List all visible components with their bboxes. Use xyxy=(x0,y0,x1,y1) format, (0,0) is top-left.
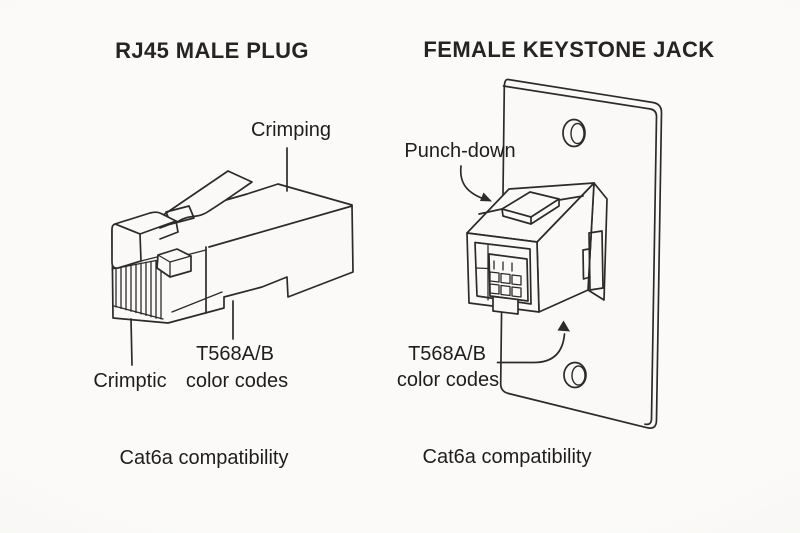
jack-socket-wall-lines xyxy=(475,244,489,301)
jack-top-wedge-thickness xyxy=(501,198,560,225)
plug-top-front-edge xyxy=(208,205,353,248)
plug-latch-head-top xyxy=(114,211,177,235)
jack-pin-carrier xyxy=(488,253,529,302)
leader-line-crimptic xyxy=(130,318,133,366)
label-t568ab-right: T568A/B xyxy=(408,343,486,365)
rj45-plug xyxy=(111,170,354,324)
jack-pin-slots xyxy=(489,260,522,298)
title-female-keystone-jack: FEMALE KEYSTONE JACK xyxy=(423,37,715,62)
caption-cat6a-left: Cat6a compatibility xyxy=(119,447,289,469)
plug-latch-head-front xyxy=(111,223,142,269)
arrow-punch-down xyxy=(459,165,492,202)
caption-cat6a-right: Cat6a compatibility xyxy=(422,446,592,468)
plug-bottom-inner-line xyxy=(171,291,223,313)
label-color-codes-left: color codes xyxy=(185,370,289,392)
wall-plate-thickness-line xyxy=(502,85,658,426)
plug-pin-contacts xyxy=(111,258,165,320)
screw-hole-bottom xyxy=(563,361,587,389)
screw-hole-top xyxy=(562,118,586,148)
label-punch-down: Punch-down xyxy=(404,140,516,162)
label-color-codes-right: color codes xyxy=(396,369,500,391)
jack-bottom-tab xyxy=(492,295,519,315)
plug-latch xyxy=(111,170,253,278)
label-t568ab-left: T568A/B xyxy=(196,343,274,365)
keystone-jack xyxy=(466,182,608,315)
plug-latch-step-box-edges xyxy=(140,254,192,278)
jack-side-clip xyxy=(582,230,604,291)
label-crimping: Crimping xyxy=(250,119,332,141)
label-crimptic: Crimptic xyxy=(93,370,167,392)
title-rj45-male-plug: RJ45 MALE PLUG xyxy=(115,38,309,63)
plug-latch-head-ledge xyxy=(159,220,179,240)
arrow-color-codes-right xyxy=(496,320,570,364)
jack-top-slot-lines xyxy=(478,195,584,215)
jack-socket-recess xyxy=(474,241,532,305)
